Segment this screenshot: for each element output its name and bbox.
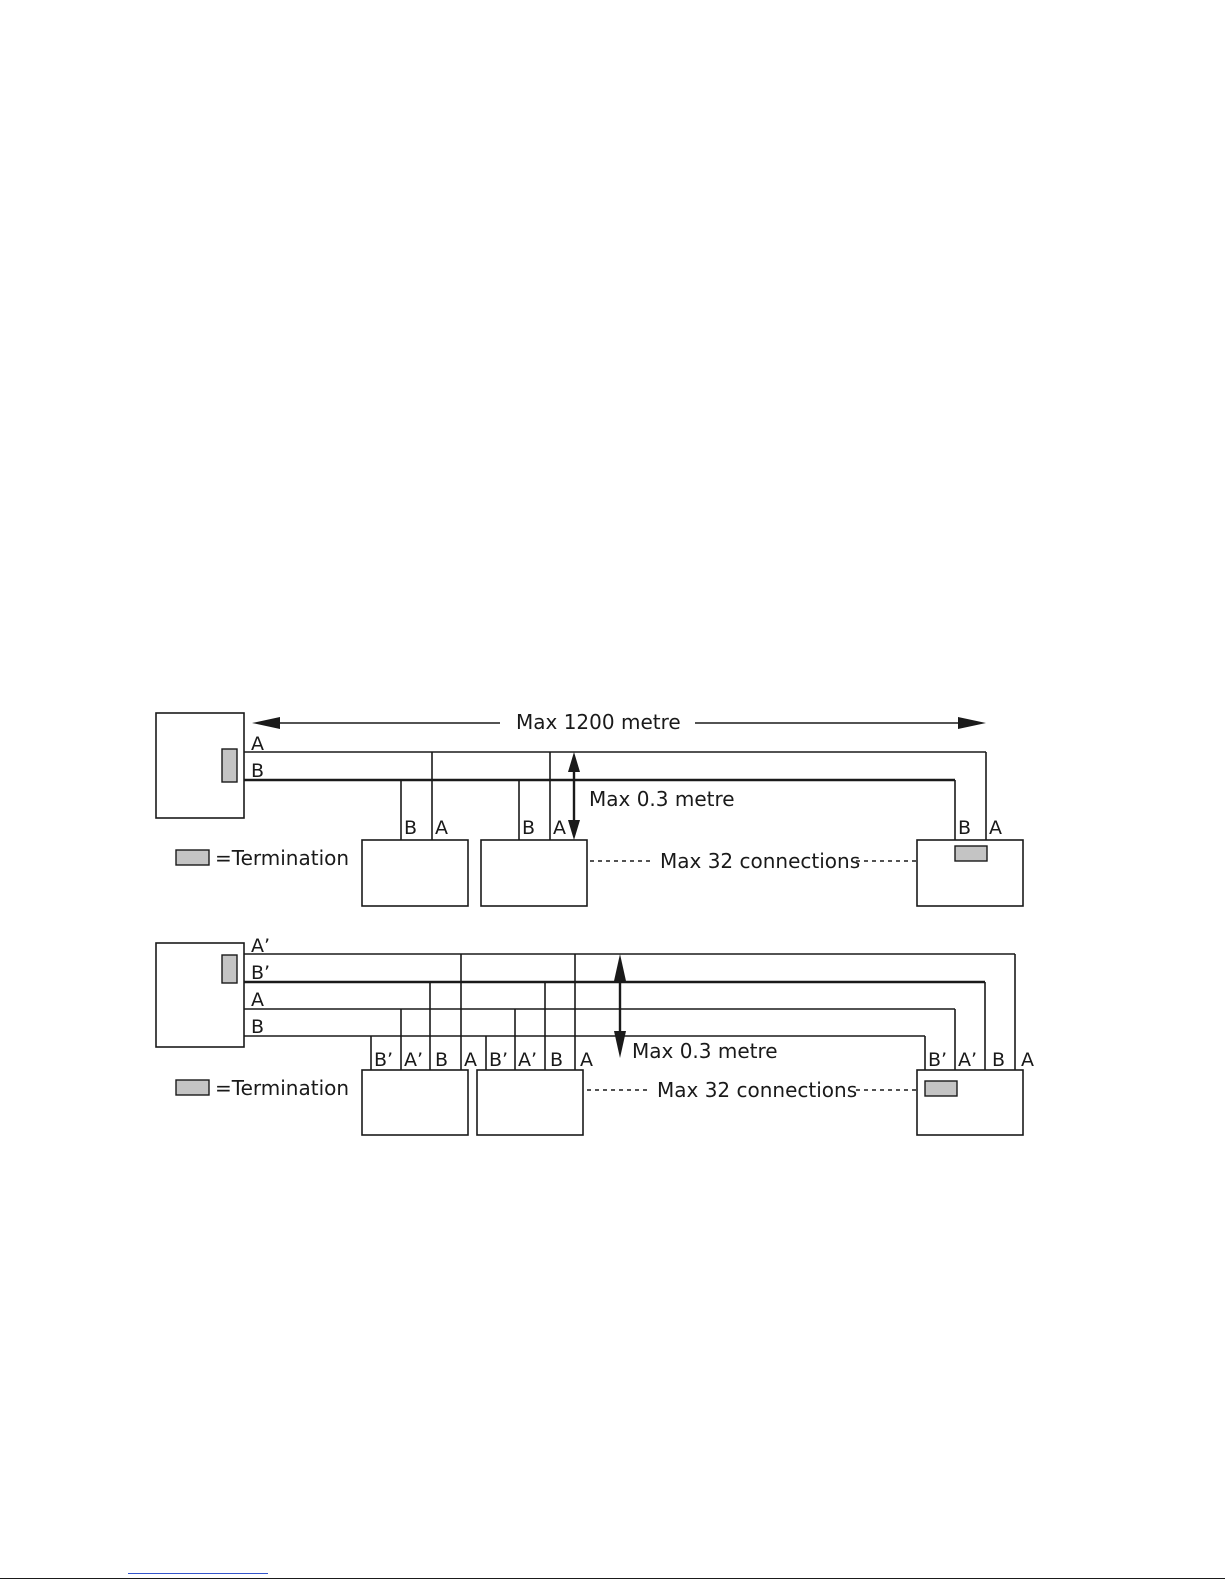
node2-last-label-b: B [992,1049,1005,1071]
diagram-two-wire: A B Max 1200 metre Max 0.3 metre B A B A… [156,710,1023,906]
node1-box [362,840,468,906]
stub2-label: Max 0.3 metre [632,1039,778,1063]
footer-link-underline [128,1573,268,1574]
node2-label-b: B [522,817,535,839]
master2-line-a-label: A [251,989,264,1011]
node2-2-label-a: A [580,1049,593,1071]
stub-label: Max 0.3 metre [589,787,735,811]
node2-last-label-bprime: B’ [928,1049,947,1071]
node2-1-box [362,1070,468,1135]
node2-1-label-bprime: B’ [374,1049,393,1071]
legend2-termination-swatch [176,1080,209,1095]
node2-2-label-b: B [550,1049,563,1071]
diagram-four-wire: A’ B’ A B Max 0.3 metre B’ A’ B A B [156,935,1034,1135]
node2-1-label-a: A [464,1049,477,1071]
master-termination-2 [222,955,237,983]
master2-line-b-label: B [251,1016,264,1038]
node-last-termination [955,846,987,861]
node2-2-box [477,1070,583,1135]
node2-box [481,840,587,906]
node2-last-box [917,1070,1023,1135]
stub-arrow-top-head [568,752,580,772]
legend-termination-swatch [176,850,209,865]
master2-line-bprime-label: B’ [251,962,270,984]
stub2-arrow-bottom-head [614,1031,626,1058]
connections-label: Max 32 connections [660,849,860,873]
node-last-label-b: B [958,817,971,839]
master-line-b-label: B [251,760,264,782]
node-last-label-a: A [989,817,1002,839]
node1-label-a: A [435,817,448,839]
span-arrow-left-head [252,717,280,729]
node2-last-label-aprime: A’ [958,1049,977,1071]
span-label: Max 1200 metre [516,710,681,734]
connections2-label: Max 32 connections [657,1078,857,1102]
legend2-termination-label: =Termination [215,1076,349,1100]
node2-2-label-bprime: B’ [489,1049,508,1071]
node2-2-label-aprime: A’ [518,1049,537,1071]
stub2-arrow-top-head [614,954,626,981]
stub-arrow-bottom-head [568,820,580,840]
master-termination [222,749,237,782]
node2-1-label-aprime: A’ [404,1049,423,1071]
node2-last-termination [925,1081,957,1096]
node2-label-a: A [553,817,566,839]
footer-rule [0,1578,1225,1579]
legend-termination-label: =Termination [215,846,349,870]
node1-label-b: B [404,817,417,839]
node2-1-label-b: B [435,1049,448,1071]
span-arrow-right-head [958,717,986,729]
node2-last-label-a: A [1021,1049,1034,1071]
